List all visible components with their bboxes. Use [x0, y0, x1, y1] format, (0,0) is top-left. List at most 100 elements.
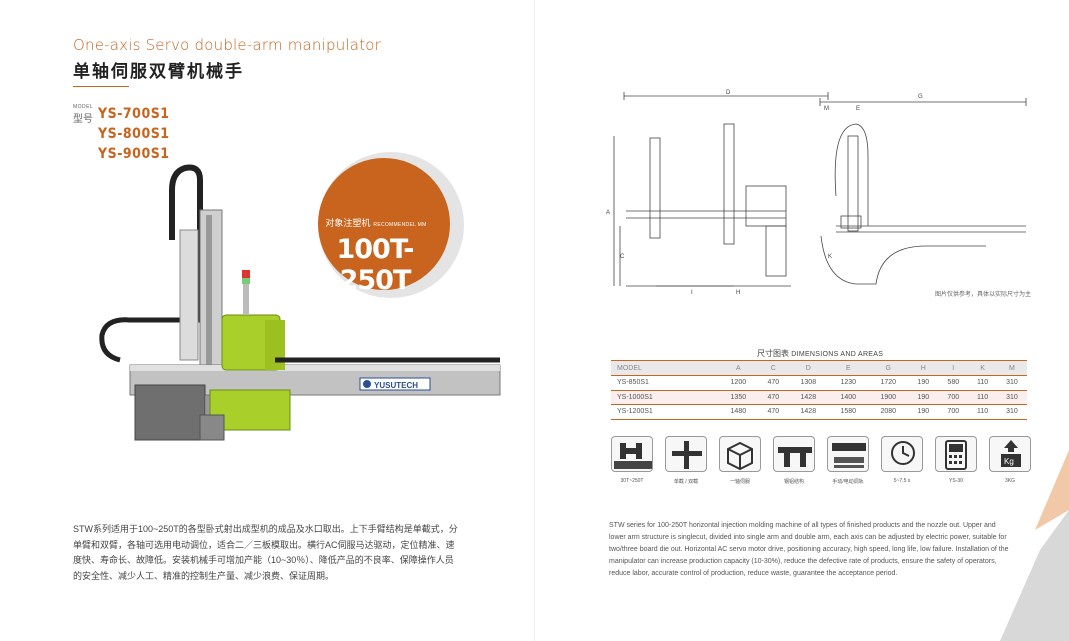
model-label-cn: 型号	[73, 114, 93, 125]
corner-decoration	[1000, 450, 1069, 641]
title-english: One-axis Servo double-arm manipulator	[73, 36, 382, 54]
drawing-label-e: E	[856, 106, 860, 112]
table-cell: 1230	[828, 375, 869, 391]
load-weight-icon: Kg	[989, 436, 1031, 472]
model-item: YS-800S1	[98, 126, 170, 142]
table-cell: YS-1200S1	[611, 404, 719, 420]
table-cell: 470	[758, 404, 789, 420]
feature-controller: YS-30	[934, 436, 978, 484]
crossbeam-icon	[773, 436, 815, 472]
table-cell: YS-850S1	[611, 375, 719, 391]
manipulator-illustration: YUSUTECH	[99, 164, 501, 441]
table-cell: 580	[938, 375, 969, 391]
table-title: 尺寸图表 DIMENSIONS AND AREAS	[757, 348, 883, 359]
drawing-label-c: C	[620, 254, 625, 260]
controller-icon	[935, 436, 977, 472]
feature-load-weight: Kg 3KG	[988, 436, 1032, 484]
feature-icon-row: 30T~250T 单截 / 双截 一轴伺服 钢铝结构 手动/电动调轨 5~7.5…	[610, 436, 1032, 496]
page-divider	[534, 0, 535, 641]
svg-text:Kg: Kg	[1004, 457, 1014, 466]
cycle-time-icon	[881, 436, 923, 472]
table-header: C	[758, 360, 789, 376]
table-cell: 1400	[828, 390, 869, 405]
feature-linear-guide: 手动/电动调轨	[826, 436, 870, 485]
feature-value: 3KG	[1004, 478, 1015, 484]
table-cell: 190	[908, 390, 939, 405]
table-cell: 1720	[868, 375, 909, 391]
table-cell: 190	[908, 404, 939, 420]
drawing-label-d: D	[726, 90, 731, 96]
feature-value: 单截 / 双截	[673, 479, 699, 485]
table-cell: 310	[996, 375, 1027, 391]
feature-servo-axis: 一轴伺服	[718, 436, 762, 485]
feature-value: 5~7.5 s	[893, 478, 911, 484]
table-cell: 110	[968, 390, 997, 405]
table-header: H	[908, 360, 939, 376]
table-header: M	[996, 360, 1027, 376]
feature-cycle-time: 5~7.5 s	[880, 436, 924, 484]
table-header: D	[788, 360, 829, 376]
table-cell: 700	[938, 390, 969, 405]
feature-value: 手动/电动调轨	[832, 479, 864, 485]
drawing-label-g: G	[918, 94, 923, 100]
table-cell: 470	[758, 390, 789, 405]
drawing-label-a: A	[606, 210, 610, 216]
table-cell: 310	[996, 404, 1027, 420]
table-header: K	[968, 360, 997, 376]
badge-label-cn: 对象注塑机	[325, 218, 371, 228]
table-cell: 470	[758, 375, 789, 391]
table-title-cn: 尺寸图表	[757, 349, 789, 358]
dimensions-table: MODEL A C D E G H I K M YS-850S1 1200 47…	[611, 360, 1027, 420]
table-header: E	[828, 360, 869, 376]
table-cell: YS-1000S1	[611, 390, 719, 405]
table-cell: 110	[968, 375, 997, 391]
table-title-en: DIMENSIONS AND AREAS	[791, 351, 884, 358]
feature-arm-type: 单截 / 双截	[664, 436, 708, 485]
table-cell: 110	[968, 404, 997, 420]
table-row: YS-1200S1 1480 470 1428 1580 2080 190 70…	[611, 404, 1027, 420]
table-cell: 700	[938, 404, 969, 420]
drawing-label-i: I	[691, 290, 693, 296]
table-header: G	[868, 360, 909, 376]
description-english: STW series for 100-250T horizontal injec…	[609, 522, 1009, 577]
title-chinese: 单轴伺服双臂机械手	[73, 62, 244, 82]
brand-plate-text: YUSUTECH	[374, 381, 418, 390]
table-cell: 2080	[868, 404, 909, 420]
linear-guide-icon	[827, 436, 869, 472]
servo-axis-icon	[719, 436, 761, 472]
feature-crossbeam: 钢铝结构	[772, 436, 816, 485]
badge-range: 100T-250T	[336, 234, 414, 296]
drawing-label-m: M	[824, 106, 829, 112]
table-row: YS-1000S1 1350 470 1428 1400 1900 190 70…	[611, 390, 1027, 405]
arm-type-icon	[665, 436, 707, 472]
table-cell: 310	[996, 390, 1027, 405]
table-cell: 1480	[718, 404, 759, 420]
clamping-force-icon	[611, 436, 653, 472]
model-list: YS-700S1 YS-800S1 YS-900S1	[98, 104, 170, 164]
badge-circle	[318, 158, 450, 290]
table-cell: 190	[908, 375, 939, 391]
drawing-label-h: H	[736, 290, 740, 296]
table-header-row: MODEL A C D E G H I K M	[611, 360, 1027, 376]
table-cell: 1428	[788, 404, 829, 420]
table-header: MODEL	[611, 360, 719, 376]
model-item: YS-700S1	[98, 106, 170, 122]
title-underline	[73, 86, 129, 87]
badge-label-en: RECOMMENDEL MM	[373, 222, 427, 228]
feature-value: 钢铝结构	[783, 479, 804, 485]
model-caption: MODEL	[73, 104, 94, 110]
table-cell: 1200	[718, 375, 759, 391]
table-row: YS-850S1 1200 470 1308 1230 1720 190 580…	[611, 375, 1027, 391]
table-header: I	[938, 360, 969, 376]
table-cell: 1900	[868, 390, 909, 405]
description-chinese: STW系列适用于100~250T的各型卧式射出成型机的成品及水口取出。上下手臂结…	[73, 524, 458, 581]
drawing-note: 图片仅供参考，具体以实际尺寸为主	[935, 292, 1032, 298]
feature-value: 30T~250T	[620, 478, 644, 484]
table-header: A	[718, 360, 759, 376]
table-cell: 1428	[788, 390, 829, 405]
dimension-drawing: D A C I H M G E K	[606, 90, 1027, 296]
feature-value: YS-30	[949, 478, 963, 484]
table-cell: 1350	[718, 390, 759, 405]
table-cell: 1580	[828, 404, 869, 420]
